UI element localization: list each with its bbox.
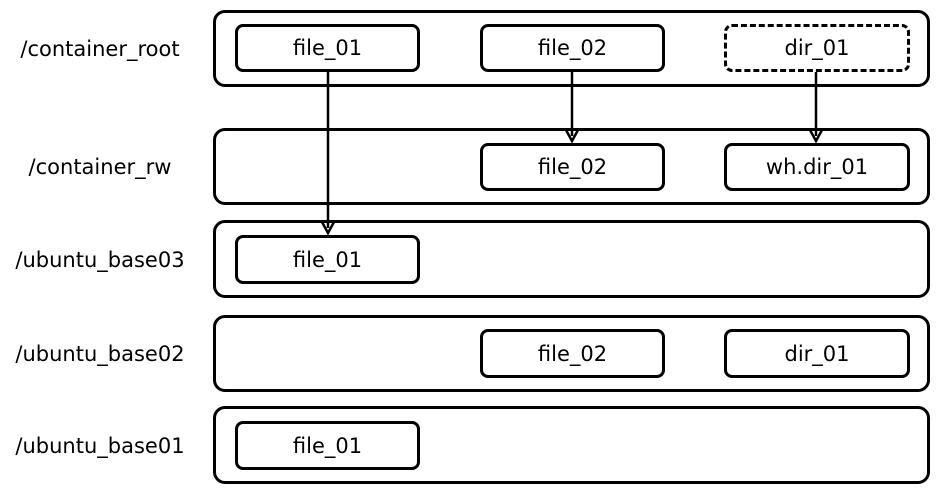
- node-base03-file-01: file_01: [235, 235, 420, 284]
- layer-label-ubuntu-base03: /ubuntu_base03: [15, 248, 185, 272]
- node-root-file-02: file_02: [480, 24, 665, 72]
- layer-label-container-rw: /container_rw: [28, 155, 172, 179]
- node-base01-file-01: file_01: [235, 421, 420, 470]
- layer-label-ubuntu-base01: /ubuntu_base01: [15, 434, 185, 458]
- node-rw-wh-dir-01: wh.dir_01: [724, 143, 910, 191]
- layer-ubuntu-base01: [213, 406, 930, 484]
- node-rw-file-02: file_02: [480, 143, 665, 191]
- node-base02-dir-01: dir_01: [724, 329, 910, 378]
- layer-label-container-root: /container_root: [20, 37, 180, 61]
- node-root-file-01: file_01: [235, 24, 420, 72]
- layer-label-ubuntu-base02: /ubuntu_base02: [15, 342, 185, 366]
- node-base02-file-02: file_02: [480, 329, 665, 378]
- layer-ubuntu-base03: [213, 220, 930, 298]
- layer-ubuntu-base02: [213, 315, 930, 392]
- node-root-dir-01: dir_01: [724, 24, 910, 72]
